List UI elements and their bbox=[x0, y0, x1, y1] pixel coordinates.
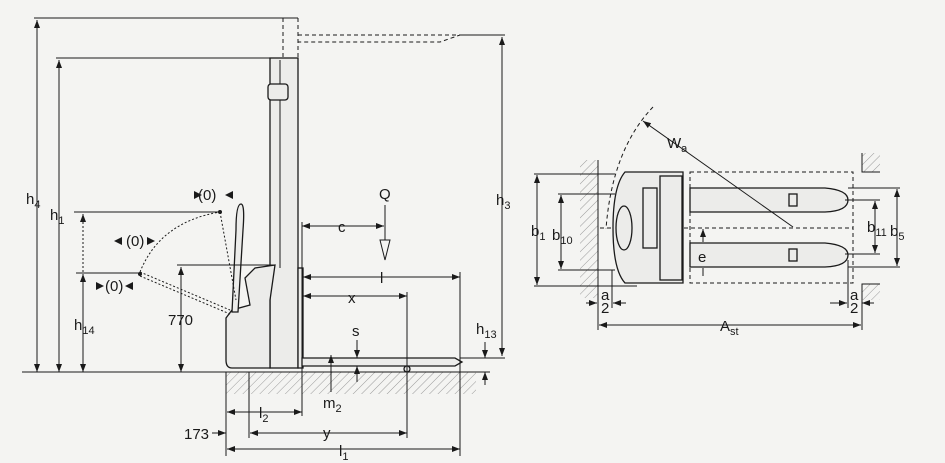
dim-label-Wa: Wa bbox=[667, 135, 688, 155]
dim-label-h14: h14 bbox=[74, 317, 95, 337]
dim-label-b1: b1 bbox=[531, 223, 545, 243]
left-wall-hatch bbox=[580, 160, 598, 298]
tiller-swing-arc bbox=[139, 211, 221, 273]
right-wall-hatch bbox=[862, 153, 880, 300]
chassis bbox=[225, 264, 276, 369]
dim-label-y: y bbox=[323, 425, 331, 442]
dim-label-a-half-right-num: a bbox=[850, 287, 859, 304]
dim-label-s: s bbox=[352, 323, 360, 340]
ground-hatch bbox=[226, 372, 476, 394]
dim-label-e: e bbox=[698, 249, 706, 266]
dim-label-173: 173 bbox=[184, 426, 209, 443]
dim-label-a-half-left-num: a bbox=[601, 287, 610, 304]
fork-upper bbox=[689, 187, 849, 213]
dim-label-b10: b10 bbox=[552, 227, 573, 247]
load-arrow-icon bbox=[379, 239, 391, 261]
dim-label-770: 770 bbox=[168, 312, 193, 329]
raised-forks bbox=[298, 34, 461, 43]
dim-label-x: x bbox=[348, 290, 356, 307]
dim-label-h4: h4 bbox=[26, 191, 40, 211]
tiller-zero-mark-mid: (0) bbox=[126, 233, 144, 250]
tiller-zero-mark-low: (0) bbox=[105, 278, 123, 295]
dim-label-h3: h3 bbox=[496, 192, 510, 212]
load-label-Q: Q bbox=[379, 186, 391, 203]
dim-label-a-half-left-den: 2 bbox=[601, 300, 609, 317]
dim-label-l: l bbox=[380, 270, 383, 287]
dim-label-h13: h13 bbox=[476, 321, 497, 341]
mast-light bbox=[267, 83, 289, 101]
dim-label-l2: l2 bbox=[259, 405, 268, 425]
dim-label-l1: l1 bbox=[339, 443, 348, 463]
tiller-handle bbox=[231, 203, 245, 313]
forks bbox=[301, 357, 464, 367]
mast bbox=[267, 18, 299, 369]
dim-label-a-half-right-den: 2 bbox=[850, 300, 858, 317]
dim-label-h1: h1 bbox=[50, 207, 64, 227]
dim-label-b5: b5 bbox=[890, 223, 904, 243]
side-view: h4 h1 h14 770 (0) (0) (0) Q c l bbox=[22, 17, 510, 463]
dim-label-c: c bbox=[338, 219, 346, 236]
dim-label-Ast: Ast bbox=[720, 318, 739, 338]
dim-label-b11: b11 bbox=[867, 219, 887, 239]
tiller-zero-mark-top: (0) bbox=[198, 187, 216, 204]
dim-label-m2: m2 bbox=[323, 395, 342, 415]
top-view: Wa b1 b10 b11 b5 e a 2 a 2 bbox=[531, 106, 904, 338]
fork-lower bbox=[689, 242, 849, 268]
